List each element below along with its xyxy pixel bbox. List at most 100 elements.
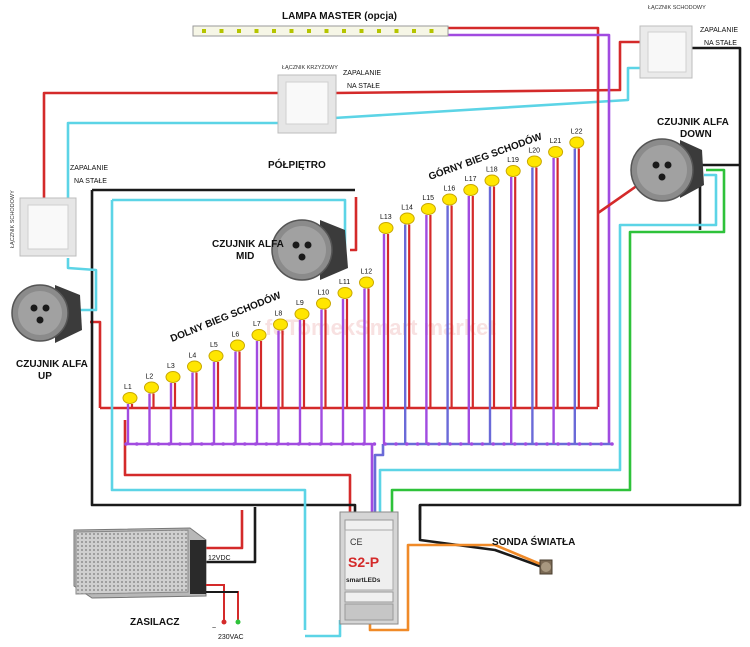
bus-node [178,442,182,446]
bus-node [588,442,593,446]
bus-node [448,442,452,446]
led-l7 [251,329,267,341]
ps-ac-label: 230VAC [218,634,244,641]
stair-switch-top-right: ŁĄCZNIK SCHODOWY ZAPALANIE NA STAŁE [639,5,738,79]
lamp-led-dot [412,29,416,33]
wire-purple-bus [126,442,374,520]
sensor-down: CZUJNIK ALFA DOWN [630,117,729,202]
led-l9 [294,308,310,320]
sensor-up-label-1: CZUJNIK ALFA [16,359,88,370]
led-l13 [378,222,394,234]
mode-label-left-1: ZAPALANIE [70,165,108,172]
bus-node [405,442,409,446]
bus-node [513,442,517,446]
bus-node [307,442,312,446]
bus-node [372,442,377,446]
led-label-l20: L20 [528,148,540,155]
sensor-up: CZUJNIK ALFA UP [11,284,88,382]
bus-node [426,442,431,446]
bus-node [567,442,571,446]
lamp-led-dot [429,29,434,33]
lamp-led-dot [254,29,259,33]
bus-node [351,442,355,446]
bus-node [275,442,280,446]
wire-orange [368,543,546,632]
led-label-l18: L18 [486,167,498,174]
led-label-l4: L4 [189,353,197,360]
bus-node [189,442,193,446]
led-l10 [316,297,331,310]
led-l21 [548,146,564,158]
controller-model: S2-P [348,554,379,570]
bus-node [135,442,139,446]
mode-label-top-right-2: NA STAŁE [704,40,737,47]
lamp-led-dot [342,29,346,33]
sensor-mid-label-1: CZUJNIK ALFA [212,239,284,250]
wire-red-top-right [333,40,640,95]
led-label-l1: L1 [124,384,132,391]
lamp-led-dot [237,29,241,33]
bus-node [318,442,323,446]
stair-switch-left: ŁĄCZNIK SCHODOWY ZAPALANIE NA STAŁE [10,165,108,257]
bus-node [264,442,269,446]
bus-node [502,442,506,446]
bus-node [210,442,215,446]
controller-ce: CE [350,537,363,547]
upper-flight-label: GÓRNY BIEG SCHODÓW [427,129,545,182]
sensor-mid: CZUJNIK ALFA MID [212,219,348,281]
led-label-l14: L14 [401,205,413,212]
led-l19 [505,165,521,177]
led-label-l2: L2 [146,374,154,381]
light-probe-label: SONDA ŚWIATŁA [492,535,575,548]
bus-node [459,442,463,446]
led-l4 [187,360,202,373]
wire-lamp-red [445,26,600,213]
bus-node [577,442,582,446]
led-label-l21: L21 [550,138,562,145]
led-l6 [230,339,245,352]
led-label-l9: L9 [296,300,304,307]
light-probe: SONDA ŚWIATŁA [492,535,575,575]
bus-node [480,442,485,446]
ps-label: ZASILACZ [130,617,179,628]
led-l22 [569,136,585,149]
led-label-l19: L19 [507,157,519,164]
bus-node [556,442,560,446]
led-l16 [442,193,458,206]
mode-label-left-2: NA STAŁE [74,178,107,185]
bus-node [545,442,549,446]
led-l5 [208,350,224,362]
led-l14 [399,212,415,225]
bus-node [167,442,171,446]
cross-switch: ŁĄCZNIK KRZYŻOWY ZAPALANIE NA STAŁE [277,64,381,134]
led-l3 [165,371,181,383]
led-label-l11: L11 [339,279,350,286]
wire-red-right-sensor [596,183,639,407]
wire-red-to-ps [123,420,352,520]
mode-label-cross-2: NA STAŁE [347,83,380,90]
controller-brand: smartLEDs [346,577,381,584]
led-label-l7: L7 [253,321,261,328]
sensor-mid-label-2: MID [236,251,254,262]
bus-node [491,442,496,446]
ps-dc-label: 12VDC [208,555,231,562]
led-strip: L1L2L3L4L5L6L7L8L9L10L11L12L13L14L15L16L… [122,129,614,446]
wire-cyan-top-right [333,66,640,120]
led-label-l3: L3 [167,363,175,370]
bus-node [145,442,150,446]
wire-blue-bus [373,442,612,520]
wire-red-mid-sensor [350,197,358,252]
cross-switch-name: ŁĄCZNIK KRZYŻOWY [282,64,338,71]
mode-label-top-right-1: ZAPALANIE [700,27,738,34]
led-label-l6: L6 [232,332,240,339]
led-label-l5: L5 [210,342,218,349]
bus-node [329,442,334,446]
led-l12 [359,276,374,289]
lamp-led-dot [307,29,311,33]
wire-lamp-purple [445,33,611,444]
led-label-l12: L12 [361,269,373,276]
lamp-led-dot [202,29,206,33]
bus-node [124,442,128,446]
wire-red-left [90,320,102,408]
